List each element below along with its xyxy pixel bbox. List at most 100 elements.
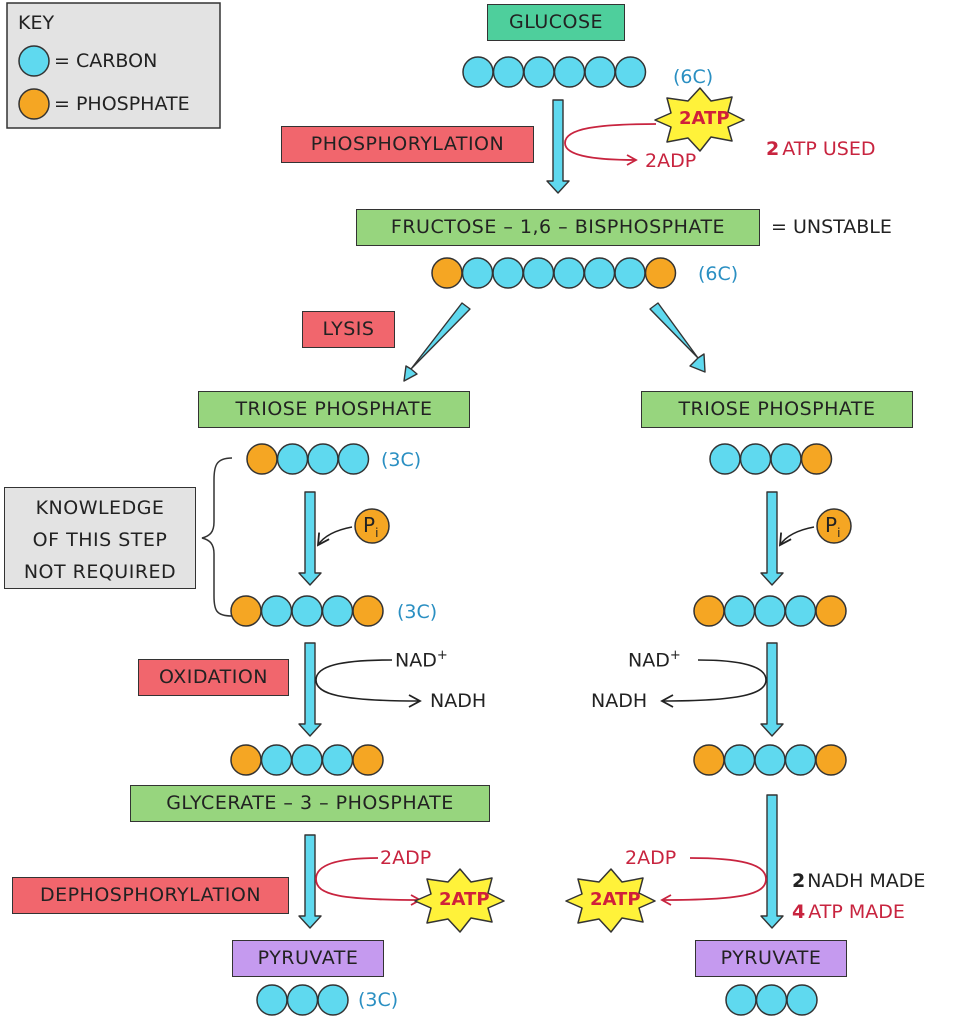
arrow-left-pi (298, 491, 322, 586)
carbon-bead-glucose (462, 56, 494, 88)
triose-carbon-count: (3C) (381, 449, 422, 471)
glucose-box: GLUCOSE (487, 4, 625, 41)
arrow-lysis-right (649, 302, 706, 373)
carbon-bead-pyruvate-left (317, 984, 349, 1016)
nad-label-right: NAD+ (628, 648, 681, 671)
pi-curve-left (316, 526, 353, 547)
arrow-right-dephos (760, 794, 784, 929)
pi-circle-left (354, 508, 390, 544)
phosphate-bead-bis-right (815, 595, 847, 627)
nad-text-right: NAD (628, 649, 670, 672)
knowledge-line-1: KNOWLEDGE (35, 497, 165, 519)
carbon-bead-triose-right (770, 443, 802, 475)
carbon-bead-pyruvate-left (256, 984, 288, 1016)
atp-burst-left (414, 868, 505, 933)
arrow-right-pi (760, 491, 784, 586)
pyruvate-carbon-count: (3C) (358, 989, 399, 1011)
carbon-bead-bis-right (754, 595, 786, 627)
carbon-bead-bis-left (291, 595, 323, 627)
carbon-bead-pyruvate-right (786, 984, 818, 1016)
arrow-glucose-to-fructose (546, 99, 570, 194)
carbon-bead-pyruvate-right (725, 984, 757, 1016)
atp-in-label: 2ATP (679, 108, 730, 129)
carbon-bead-pyruvate-right (755, 984, 788, 1016)
nadh-made-number: 2 (792, 870, 806, 892)
nad-sup-left: + (436, 648, 448, 663)
atp-burst-right (565, 868, 656, 933)
pi-sub-left: i (375, 526, 379, 540)
carbon-bead-triose-left (337, 443, 370, 475)
nad-label-left: NAD+ (395, 648, 448, 671)
nadh-label-left: NADH (430, 690, 487, 712)
nad-text-left: NAD (395, 649, 437, 672)
carbon-bead-triose-right (739, 443, 772, 475)
triose-phosphate-right-box: TRIOSE PHOSPHATE (641, 391, 913, 428)
carbon-bead-glycerate-left (291, 744, 323, 776)
arrow-left-oxidation (298, 642, 322, 737)
carbon-bead-glucose (553, 56, 586, 88)
pi-curve-right (778, 526, 815, 547)
knowledge-line-3: NOT REQUIRED (23, 561, 177, 583)
carbon-bead-triose-left (307, 443, 339, 475)
key-carbon-label: = CARBON (54, 50, 158, 72)
phosphate-bead-glycerate-left (230, 744, 262, 776)
knowledge-brace (201, 457, 233, 617)
key-phosphate-label: = PHOSPHATE (54, 93, 190, 115)
nad-sup-right: + (669, 648, 681, 663)
carbon-bead-glycerate-right (723, 744, 756, 776)
triose-phosphate-left-box: TRIOSE PHOSPHATE (198, 391, 470, 428)
atp-made-text: ATP MADE (808, 901, 905, 923)
arrow-left-dephos (298, 834, 322, 929)
fructose-carbon-count: (6C) (698, 263, 739, 285)
process-arrows (298, 99, 784, 929)
unstable-label: = UNSTABLE (771, 216, 892, 238)
nadh-made-text: NADH MADE (807, 870, 926, 892)
fructose-bisphosphate-box: FRUCTOSE – 1,6 – BISPHOSPHATE (356, 209, 760, 246)
lysis-box: LYSIS (302, 311, 395, 348)
carbon-bead-triose-left (276, 443, 309, 475)
oxidation-box: OXIDATION (138, 659, 289, 696)
atp-used-text: ATP USED (782, 138, 876, 160)
carbon-bead-pyruvate-left (286, 984, 319, 1016)
pi-letter-right: P (825, 513, 838, 537)
phosphate-bead-glycerate-left (352, 744, 384, 776)
phosphate-bead-bis-left (230, 595, 262, 627)
phosphate-bead-glycerate-right (693, 744, 725, 776)
adp-in-right-label: 2ADP (625, 847, 677, 869)
carbon-bead-glucose (584, 56, 616, 88)
adp-in-left-label: 2ADP (380, 847, 432, 869)
atp-made-curve-right (660, 857, 767, 906)
carbon-bead-glycerate-left (321, 744, 354, 776)
arrow-right-oxidation (760, 642, 784, 737)
carbon-bead-glucose (523, 56, 555, 88)
phosphate-bead-fructose (644, 257, 677, 289)
pyruvate-right-box: PYRUVATE (695, 940, 847, 977)
phosphorylation-box: PHOSPHORYLATION (281, 126, 534, 163)
dephosphorylation-box: DEPHOSPHORYLATION (12, 877, 289, 914)
adp-out-label: 2ADP (645, 150, 697, 172)
pi-sub-right: i (837, 526, 841, 540)
nadh-label-right: NADH (591, 690, 648, 712)
carbon-bead-bis-right (784, 595, 817, 627)
pi-label-left: Pi (363, 513, 378, 540)
atp-used-number: 2 (766, 138, 780, 160)
bisphosphate-carbon-count: (3C) (397, 601, 438, 623)
glucose-carbon-count: (6C) (673, 66, 714, 88)
carbon-bead-fructose (461, 257, 494, 289)
carbon-bead-glucose (492, 56, 525, 88)
atp-made-curve-left (315, 857, 422, 906)
pyruvate-left-box: PYRUVATE (232, 940, 384, 977)
carbon-bead-glycerate-right (754, 744, 786, 776)
carbon-bead-fructose (492, 257, 524, 289)
carbon-bead-fructose (522, 257, 555, 289)
pi-circle-right (816, 508, 852, 544)
phosphate-bead-glycerate-right (815, 744, 847, 776)
key-phosphate-bead (18, 88, 50, 120)
knowledge-note-box: KNOWLEDGE OF THIS STEP NOT REQUIRED (4, 487, 196, 589)
carbon-bead-glycerate-right (784, 744, 817, 776)
atp-out-left-label: 2ATP (439, 889, 490, 910)
